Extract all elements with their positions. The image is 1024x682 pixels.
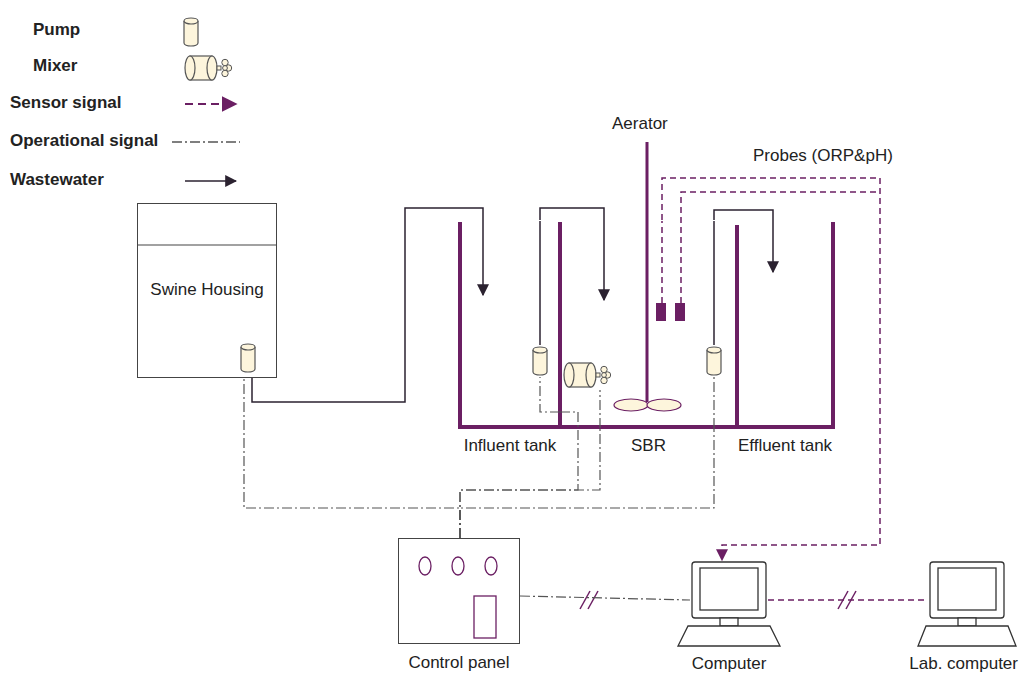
panel-switch — [474, 596, 496, 638]
keyboard — [678, 626, 780, 646]
pump-symbol — [533, 347, 547, 375]
housing-line — [137, 244, 277, 245]
pump-symbol — [707, 347, 721, 375]
legend-label: Operational signal — [10, 131, 158, 151]
break-slash — [588, 591, 598, 609]
housing-box: Swine Housing — [137, 203, 277, 378]
monitor — [692, 562, 766, 618]
wastewater-line-sample — [185, 180, 236, 182]
operational-signal-line — [460, 428, 600, 538]
sensor-signal-line — [662, 178, 880, 560]
panel-lamp — [452, 557, 464, 575]
tank: SBR — [560, 220, 737, 428]
node-label: Lab. computer — [909, 654, 1018, 674]
sensor-signal-line — [768, 599, 928, 601]
operational-signal-line — [460, 428, 714, 538]
computer-icons — [678, 562, 1016, 646]
aerator-blade — [647, 399, 681, 411]
probes — [656, 303, 685, 321]
operational-wire — [599, 390, 600, 428]
panel-lamp — [419, 557, 431, 575]
tank-wall — [735, 225, 739, 427]
legend-samples — [172, 18, 240, 181]
sensor-wire — [681, 192, 880, 303]
control-panel: Control panel — [398, 538, 520, 644]
aerator-shaft — [646, 142, 649, 402]
control-panel-detail — [419, 557, 497, 638]
pump-symbol — [241, 344, 255, 372]
stand — [720, 618, 738, 626]
sensor-wire — [661, 221, 663, 303]
node-label: Computer — [692, 654, 767, 674]
part-label: Aerator — [612, 114, 668, 134]
node-label: Control panel — [408, 653, 509, 673]
swine-housing-detail — [137, 245, 277, 372]
operational-line-sample — [172, 141, 240, 142]
node-label: Influent tank — [464, 436, 557, 456]
tank-bottom — [458, 425, 835, 429]
wastewater-arrow — [252, 208, 483, 402]
panel-lamp — [485, 557, 497, 575]
tank: Influent tank — [460, 220, 560, 428]
pumps-mixer — [533, 347, 721, 387]
wastewater-pipe — [713, 221, 715, 345]
operational-wire — [713, 377, 714, 428]
aerator-blade — [614, 399, 648, 411]
operational-wire — [540, 377, 560, 412]
screen — [700, 568, 758, 610]
monitor — [930, 562, 1004, 618]
operational-signal-line — [460, 412, 578, 538]
tank-wall — [558, 222, 562, 427]
legend-label: Pump — [33, 20, 80, 40]
keyboard — [918, 626, 1016, 646]
part-label: Probes (ORP&pH) — [753, 146, 893, 166]
tank-wall — [458, 222, 462, 429]
stand — [958, 618, 976, 626]
node-label: Swine Housing — [150, 280, 263, 300]
tank: Effluent tank — [737, 220, 833, 428]
screen — [938, 568, 996, 610]
mixer-symbol — [564, 363, 611, 387]
legend-label: Mixer — [33, 56, 77, 76]
operational-signal-line — [244, 378, 460, 538]
wastewater-arrow — [714, 210, 773, 272]
internal-lines — [540, 192, 880, 428]
link-breaks — [580, 591, 856, 609]
operational-signal-line — [520, 596, 690, 600]
break-slash — [580, 591, 590, 609]
pump-symbol — [184, 18, 198, 46]
legend-label: Sensor signal — [10, 93, 121, 113]
sensor-line-sample — [185, 103, 236, 105]
legend-label: Wastewater — [10, 170, 104, 190]
mixer-symbol — [185, 56, 232, 80]
computer: Lab. computer — [928, 560, 1006, 630]
computer: Computer — [690, 560, 768, 630]
node-label: SBR — [631, 436, 666, 456]
wastewater-arrow — [540, 208, 604, 300]
tank-wall — [831, 222, 835, 429]
node-label: Effluent tank — [738, 436, 832, 456]
probe — [675, 303, 685, 321]
probe — [656, 303, 666, 321]
aerator — [614, 142, 681, 411]
wastewater-pipe — [539, 221, 541, 345]
